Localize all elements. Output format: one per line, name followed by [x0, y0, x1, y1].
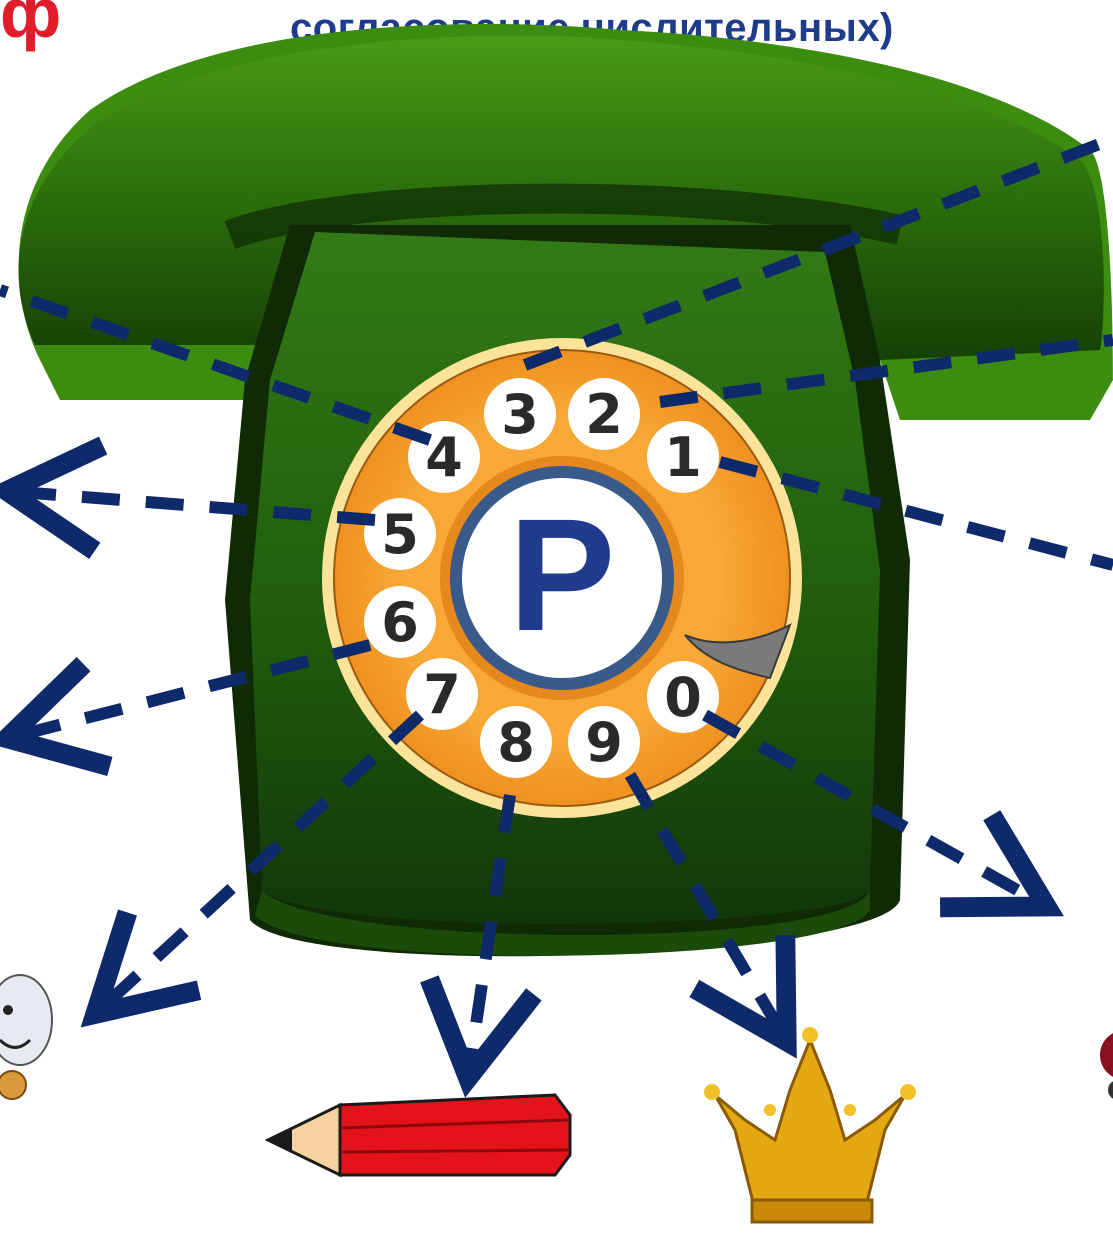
svg-text:9: 9: [585, 711, 623, 774]
dial-digit-5: 5: [364, 498, 436, 570]
dial-digit-9: 9: [568, 706, 640, 778]
dial-digit-6: 6: [364, 586, 436, 658]
dial-center-letter: Р: [509, 485, 616, 664]
svg-text:5: 5: [381, 503, 419, 566]
dial-digit-1: 1: [647, 421, 719, 493]
svg-text:0: 0: [664, 666, 702, 729]
svg-text:3: 3: [501, 383, 539, 446]
cartoon-character-image: [0, 975, 52, 1099]
pencil-image: [268, 1095, 570, 1175]
svg-text:2: 2: [585, 383, 623, 446]
svg-text:1: 1: [664, 426, 702, 489]
crown-image: [704, 1027, 916, 1222]
red-ball-image: [1100, 1030, 1113, 1100]
dial-digit-3: 3: [484, 378, 556, 450]
dial-digit-2: 2: [568, 378, 640, 450]
svg-text:6: 6: [381, 591, 419, 654]
svg-text:7: 7: [423, 663, 461, 726]
rotary-dial: Р: [322, 338, 802, 818]
dial-digit-8: 8: [480, 706, 552, 778]
svg-text:8: 8: [497, 711, 535, 774]
